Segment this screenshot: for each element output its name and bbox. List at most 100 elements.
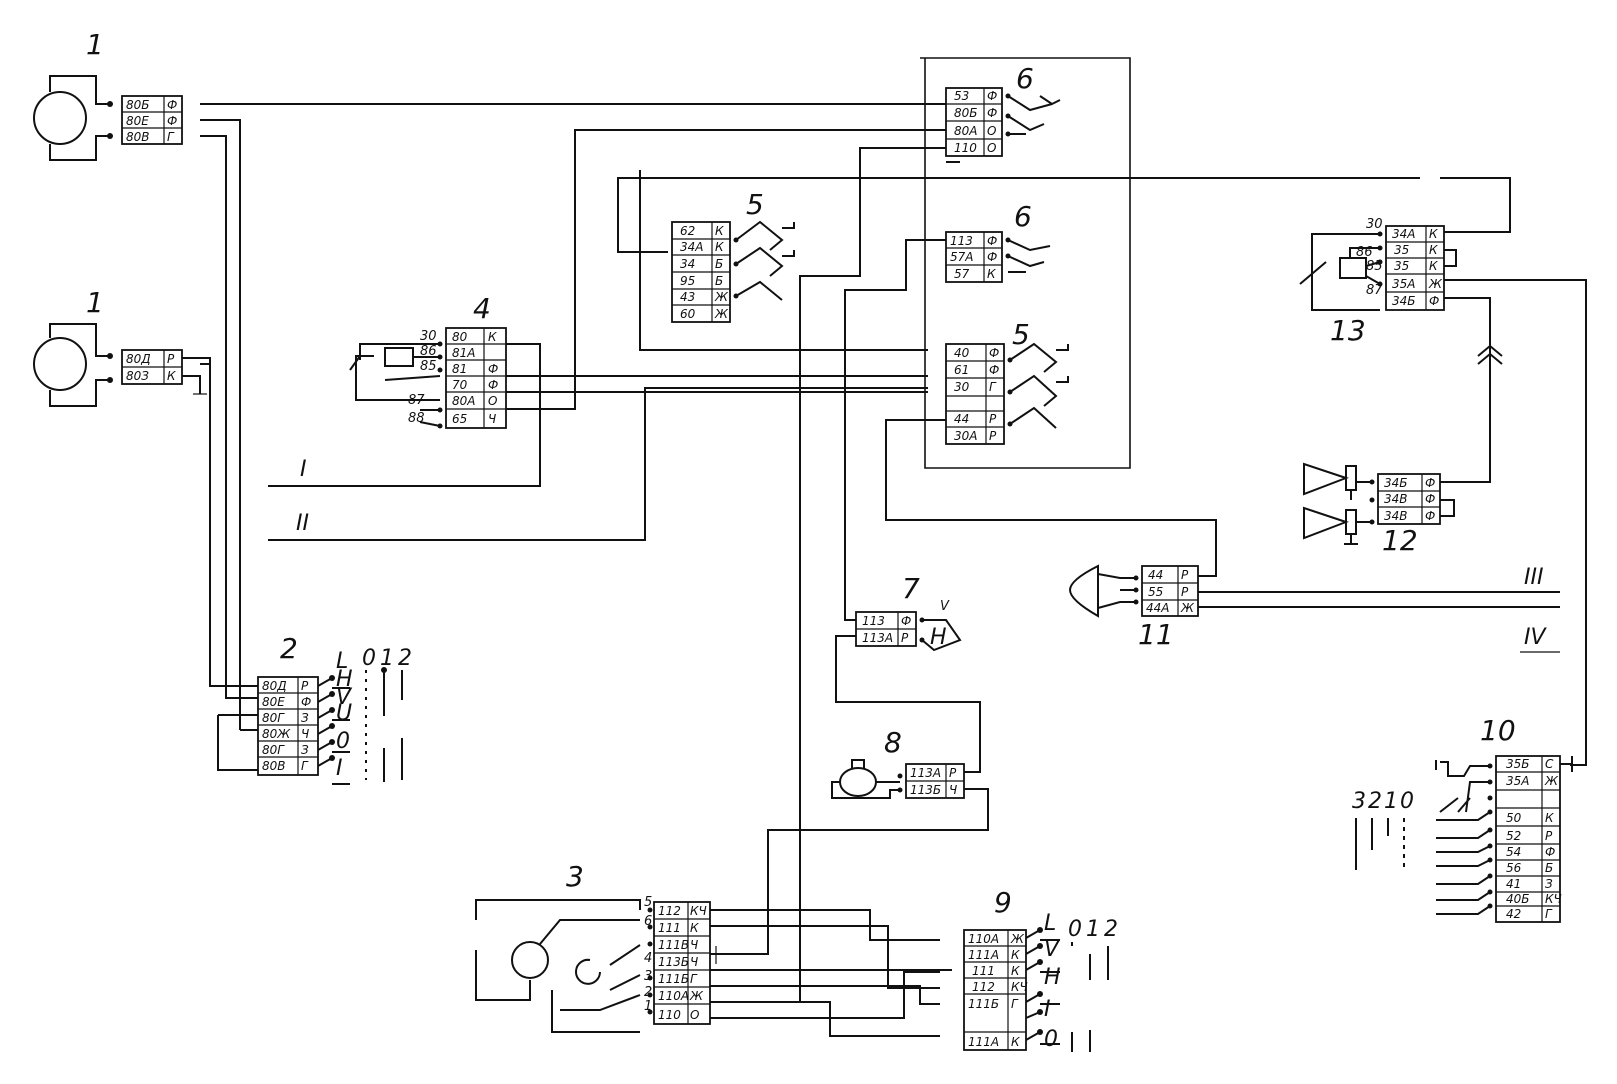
term-4-2: 85 (420, 359, 437, 374)
pos-2-1: 1 (380, 646, 394, 671)
pin-9-5: 111А (968, 1035, 999, 1049)
lever-2-1: H (336, 667, 353, 692)
component-1b: 1 80Д Р 80З К (33, 286, 211, 407)
term-3-5: 1 (644, 999, 652, 1014)
label-1a: 1 (86, 28, 104, 61)
label-11: 11 (1138, 618, 1174, 651)
pin-10-5: 56 (1506, 861, 1522, 875)
pin-7-0: 113 (862, 614, 885, 628)
label-6a: 6 (1016, 62, 1034, 95)
pin-10-4-c: Ф (1545, 845, 1555, 859)
pos-2-2: 2 (398, 646, 412, 671)
component-5b: 5 40 Ф 61 Ф 30 Г 44 Р 30А Р (945, 318, 1069, 445)
pin-2-3: 80Ж (262, 727, 291, 741)
pin-5a-1-c: К (715, 240, 724, 254)
component-8: 8 113А Р 113Б Ч (831, 726, 965, 799)
pin-4-2-c: Ф (488, 362, 498, 376)
pin-10-3-c: Р (1545, 829, 1553, 843)
pin-7-1: 113А (862, 631, 893, 645)
pin-4-3: 70 (452, 378, 468, 392)
pin-13-1: 35 (1394, 243, 1409, 257)
pin-10-7: 40Б (1506, 892, 1530, 906)
pin-1b-1: 80З (126, 369, 149, 383)
pin-9-3: 112 (972, 980, 995, 994)
pin-3-6: 110 (658, 1008, 681, 1022)
pin-13-2-c: К (1429, 259, 1438, 273)
pin-5b-4: 30А (954, 429, 977, 443)
label-6b: 6 (1014, 200, 1032, 233)
pin-7-0-c: Ф (901, 614, 911, 628)
pin-3-0-c: КЧ (690, 904, 707, 918)
pin-9-2: 111 (972, 964, 995, 978)
lamp-icon (1007, 95, 1061, 135)
pin-10-2-c: К (1545, 811, 1554, 825)
pin-13-0: 34А (1392, 227, 1415, 241)
pin-1a-2: 80В (126, 130, 150, 144)
pin-4-4-c: О (488, 394, 497, 408)
horn-icon (1068, 564, 1136, 618)
label-10: 10 (1480, 714, 1516, 747)
motor-icon (33, 337, 87, 391)
pin-12-2-c: Ф (1425, 509, 1435, 523)
pin-8-0-c: Р (949, 766, 957, 780)
pin-6b-2: 57 (954, 267, 970, 281)
pin-5a-3: 95 (680, 274, 695, 288)
relay-panel-frame (920, 57, 1131, 469)
pos-9-1: 1 (1086, 917, 1100, 942)
lever-2-2: V (336, 685, 353, 710)
pin-1a-1-c: Ф (167, 114, 177, 128)
lever-9-1: V (1044, 937, 1061, 962)
pin-3-5: 110А (658, 989, 689, 1003)
pin-5a-2-c: Б (715, 257, 723, 271)
lever-9-0: L (1044, 911, 1056, 936)
pin-5a-4: 43 (680, 290, 695, 304)
pin-5b-2: 30 (954, 380, 970, 394)
pin-9-5-c: К (1011, 1035, 1020, 1049)
pin-8-0: 113А (910, 766, 941, 780)
component-2: 2 80Д Р 80Е Ф 80Г З 80Ж Ч 80Г З 80В Г L … (257, 632, 412, 785)
pin-12-1-c: Ф (1425, 492, 1435, 506)
pin-4-5-c: Ч (488, 412, 496, 426)
pos-2-0: 0 (362, 646, 376, 671)
pin-3-2-c: Ч (690, 938, 698, 952)
pin-6a-0-c: Ф (987, 89, 997, 103)
pin-3-2: 111В (658, 938, 689, 952)
pin-9-0-c: Ж (1010, 932, 1025, 946)
lever-9-4: 0 (1044, 1027, 1058, 1052)
label-4: 4 (473, 292, 491, 325)
pin-5a-4-c: Ж (714, 290, 729, 304)
pin-12-0-c: Ф (1425, 476, 1435, 490)
label-7: 7 (902, 572, 920, 605)
lamp-icon (1009, 342, 1069, 429)
label-8: 8 (884, 726, 902, 759)
speaker-icon (1303, 462, 1372, 545)
pin-10-3: 52 (1506, 829, 1521, 843)
pin-2-2-c: З (301, 711, 309, 725)
pin-2-5: 80В (262, 759, 286, 773)
pin-10-4: 54 (1506, 845, 1521, 859)
pos-10-3: 0 (1400, 789, 1414, 814)
lamp-icon (1007, 239, 1051, 273)
pin-9-1: 111А (968, 948, 999, 962)
pin-5b-4-c: Р (989, 429, 997, 443)
pin-5b-1-c: Ф (989, 363, 999, 377)
pin-12-2: 34В (1384, 509, 1408, 523)
pin-10-1-c: Ж (1544, 774, 1559, 788)
pin-9-0: 110А (968, 932, 999, 946)
pin-11-0-c: Р (1181, 568, 1189, 582)
pin-5a-2: 34 (680, 257, 695, 271)
component-10: 10 35Б С 35А Ж 50 К 52 Р 54 Ф 56 Б 41 З … (1352, 714, 1573, 923)
pin-10-0-c: С (1545, 757, 1554, 771)
pin-10-8: 42 (1506, 907, 1521, 921)
pin-6b-1: 57А (950, 250, 973, 264)
component-11: 11 44 Р 55 Р 44А Ж (1068, 564, 1199, 651)
pos-10-1: 2 (1368, 789, 1382, 814)
pin-6b-0-c: Ф (987, 234, 997, 248)
pin-5b-0-c: Ф (989, 346, 999, 360)
pin-13-0-c: К (1429, 227, 1438, 241)
pin-3-4: 111Б (658, 972, 689, 986)
pin-11-2-c: Ж (1180, 601, 1195, 615)
pin-6b-0: 113 (950, 234, 973, 248)
lamp-icon (735, 220, 795, 301)
